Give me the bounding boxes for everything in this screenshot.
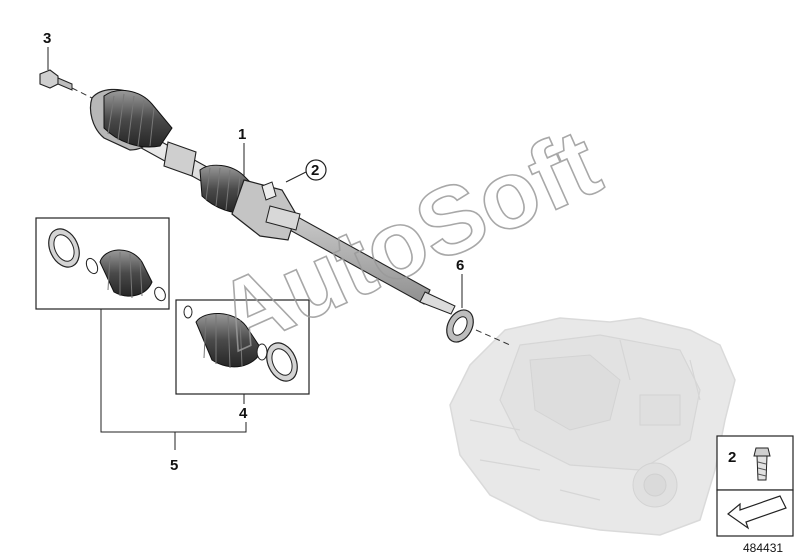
callout-circle-bolt <box>305 159 327 181</box>
outer-boot-kit-box <box>35 217 170 310</box>
shaft-seal-part <box>446 309 474 343</box>
axle-nut-part <box>39 69 93 99</box>
diagram-code: 484431 <box>743 541 783 555</box>
callout-axle-nut: 3 <box>43 30 51 47</box>
gearbox-illustration <box>449 317 736 536</box>
callout-inner-joint-kit: 4 <box>239 405 248 422</box>
callout-bolt: 2 <box>311 162 319 179</box>
bolt-icon <box>753 447 771 481</box>
legend-part-number: 2 <box>728 449 736 466</box>
legend-box: 2 <box>716 435 794 537</box>
callout-drive-shaft: 1 <box>238 126 246 143</box>
callout-shaft-seal: 6 <box>456 257 464 274</box>
assembly-centerline <box>475 329 511 346</box>
direction-arrow-icon <box>727 495 787 530</box>
callout-outer-joint-kit: 5 <box>170 457 178 474</box>
inner-boot-kit-box <box>175 299 310 395</box>
drive-shaft-assembly <box>89 88 456 315</box>
kit-bracket <box>100 309 247 433</box>
